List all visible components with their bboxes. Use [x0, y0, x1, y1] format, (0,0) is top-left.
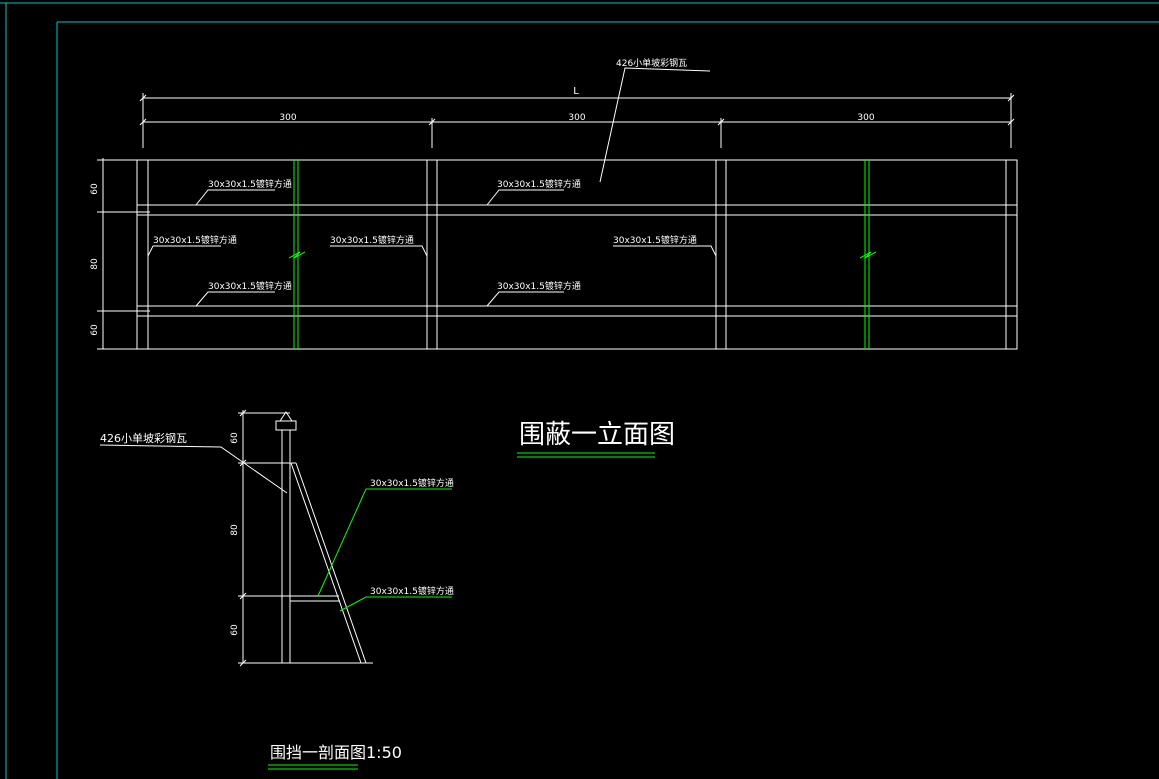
elevation-view: [97, 67, 1018, 350]
section-green-leaders: [317, 488, 452, 612]
tube-label-7: 30x30x1.5镀锌方通: [497, 280, 581, 292]
bay-dimensions: [139, 118, 1015, 148]
section-tube-label-1: 30x30x1.5镀锌方通: [370, 477, 454, 489]
section-title: 围挡一剖面图1:50: [270, 743, 402, 762]
panel-outline: [136, 159, 1018, 350]
elevation-title-underline: [517, 452, 655, 458]
sheet-label: 426小单坡彩钢瓦: [616, 57, 687, 69]
tube-label-4: 30x30x1.5镀锌方通: [330, 234, 414, 246]
section-title-underline: [268, 764, 358, 770]
tube-label-5: 30x30x1.5镀锌方通: [613, 234, 697, 246]
bay-dim-2: 300: [568, 113, 585, 123]
elevation-title: 围蔽一立面图: [519, 420, 675, 450]
horizontal-rails: [137, 204, 1017, 317]
overall-dimension: [139, 93, 1015, 118]
green-posts: [288, 160, 877, 349]
section-tube-label-2: 30x30x1.5镀锌方通: [370, 585, 454, 597]
bay-dim-1: 300: [279, 113, 296, 123]
section-view: [99, 409, 373, 667]
height-dim-3: 60: [90, 324, 100, 336]
section-height-dim-1: 60: [230, 432, 240, 444]
tube-label-2: 30x30x1.5镀锌方通: [497, 178, 581, 190]
section-sheet-label: 426小单坡彩钢瓦: [100, 432, 187, 445]
tube-label-6: 30x30x1.5镀锌方通: [208, 280, 292, 292]
bay-dim-3: 300: [857, 113, 874, 123]
section-height-dim-2: 80: [230, 524, 240, 536]
tube-leaders: [147, 189, 717, 307]
height-dim-1: 60: [90, 183, 100, 195]
overall-dim-label: L: [573, 86, 579, 97]
sheet-leader: [599, 67, 711, 183]
frame-posts: [147, 160, 1007, 349]
tube-label-3: 30x30x1.5镀锌方通: [153, 234, 237, 246]
tube-label-1: 30x30x1.5镀锌方通: [208, 178, 292, 190]
height-dimension: [97, 158, 150, 350]
section-height-dim-3: 60: [230, 624, 240, 636]
height-dim-2: 80: [90, 258, 100, 270]
